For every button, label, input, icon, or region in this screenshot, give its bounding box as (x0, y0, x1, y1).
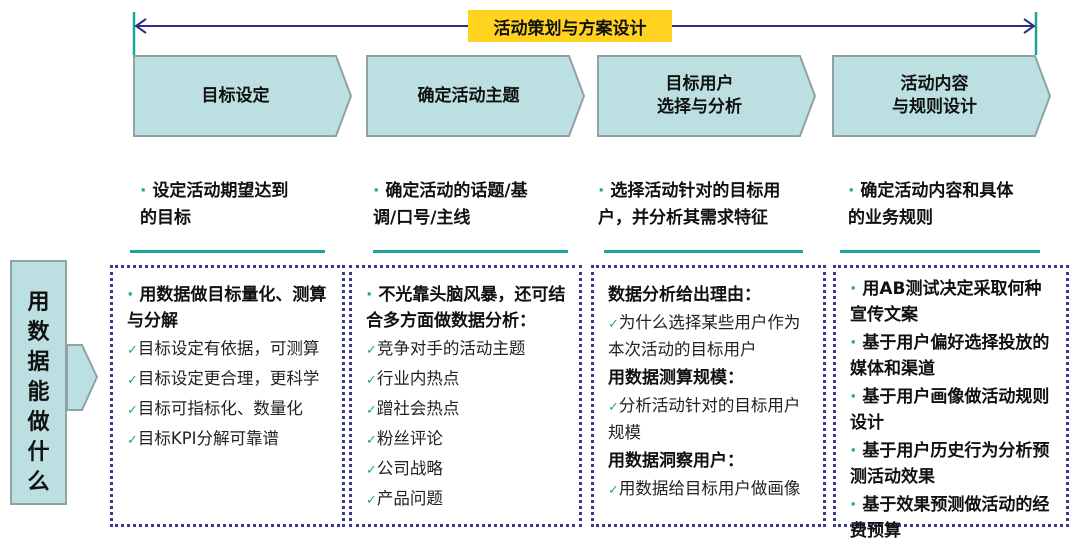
goal-line: · 设定活动期望达到 (140, 181, 289, 201)
data-usage-box: · 用AB测试决定采取何种宣传文案 · 基于用户偏好选择投放的媒体和渠道 · 基于用… (833, 265, 1069, 541)
goal-line: 的业务规则 (848, 208, 933, 228)
box-item: ✓公司战略 (366, 459, 443, 478)
divider (373, 250, 568, 253)
check-icon: ✓ (366, 433, 377, 448)
box-item: ✓行业内热点 (366, 369, 460, 388)
box-heading: · 基于用户画像做活动规则设计 (850, 387, 1050, 433)
box-item: ✓竞争对手的活动主题 (366, 339, 526, 358)
stage-title-line: 与规则设计 (892, 97, 977, 117)
check-icon: ✓ (366, 463, 377, 478)
stage-title-line: 选择与分析 (657, 97, 742, 117)
box-heading: · 基于效果预测做活动的经费预算 (850, 495, 1050, 541)
box-heading: 用数据测算规模： (608, 368, 744, 388)
left-label-char: 数 (27, 320, 50, 345)
check-icon: ✓ (127, 373, 138, 388)
box-item: ✓目标设定有依据，可测算 (127, 339, 320, 358)
check-icon: ✓ (366, 403, 377, 418)
check-icon: ✓ (127, 433, 138, 448)
stage-goal: · 确定活动的话题/基调/口号/主线 (373, 178, 528, 232)
stage-title: 确定活动主题 (418, 85, 520, 108)
box-item: ✓目标可指标化、数量化 (127, 399, 303, 418)
check-icon: ✓ (127, 403, 138, 418)
check-icon: ✓ (127, 343, 138, 358)
stage-title-line: 目标设定 (201, 85, 270, 106)
box-item: ✓为什么选择某些用户作为本次活动的目标用户 (608, 313, 801, 359)
box-heading: · 不光靠头脑风暴，还可结合多方面做数据分析： (366, 285, 566, 331)
box-item: ✓粉丝评论 (366, 429, 443, 448)
goal-line: · 确定活动内容和具体 (848, 181, 1014, 201)
goal-line: 调/口号/主线 (373, 208, 471, 228)
box-heading: · 用数据做目标量化、测算与分解 (127, 285, 327, 331)
banner-title: 活动策划与方案设计 (468, 10, 672, 42)
box-heading: · 基于用户历史行为分析预测活动效果 (850, 441, 1050, 487)
box-heading: 用数据洞察用户： (608, 451, 744, 471)
left-arrow (66, 344, 99, 411)
goal-line: · 确定活动的话题/基 (373, 181, 528, 201)
box-item: ✓蹭社会热点 (366, 399, 460, 418)
check-icon: ✓ (366, 343, 377, 358)
box-item: ✓目标KPI分解可靠谱 (127, 429, 280, 448)
divider (130, 250, 325, 253)
stage-title-line: 活动内容 (900, 74, 969, 94)
goal-line: · 选择活动针对的目标用 (598, 181, 781, 201)
divider (604, 250, 803, 253)
data-usage-box: 数据分析给出理由： ✓为什么选择某些用户作为本次活动的目标用户用数据测算规模： ✓分… (591, 265, 826, 527)
box-item: ✓用数据给目标用户做画像 (608, 479, 801, 498)
divider (840, 250, 1040, 253)
goal-line: 的目标 (140, 208, 191, 228)
left-label-char: 么 (27, 470, 50, 495)
stage-title: 目标设定 (202, 85, 270, 108)
stage-goal: · 设定活动期望达到的目标 (140, 178, 288, 232)
check-icon: ✓ (608, 483, 619, 498)
stage-chevron: 确定活动主题 (366, 55, 585, 137)
left-label-char: 做 (27, 410, 50, 435)
data-usage-box: · 用数据做目标量化、测算与分解 ✓目标设定有依据，可测算 ✓目标设定更合理，更科学… (110, 265, 345, 527)
box-heading: 数据分析给出理由： (608, 285, 761, 305)
data-usage-box: · 不光靠头脑风暴，还可结合多方面做数据分析：✓竞争对手的活动主题✓行业内热点✓… (349, 265, 582, 527)
check-icon: ✓ (366, 373, 377, 388)
box-item: ✓产品问题 (366, 489, 443, 508)
goal-line: 户，并分析其需求特征 (598, 208, 768, 228)
box-item: ✓目标设定更合理，更科学 (127, 369, 320, 388)
stage-goal: · 选择活动针对的目标用户，并分析其需求特征 (598, 178, 780, 232)
stage-goal: · 确定活动内容和具体的业务规则 (848, 178, 1013, 232)
stage-title: 目标用户选择与分析 (657, 73, 742, 119)
stage-chevron: 目标设定 (133, 55, 352, 137)
stage-title: 活动内容与规则设计 (892, 73, 977, 119)
left-label-char: 据 (27, 350, 50, 375)
box-heading: · 用AB测试决定采取何种宣传文案 (850, 279, 1042, 325)
box-item: ✓分析活动针对的目标用户规模 (608, 396, 801, 442)
check-icon: ✓ (366, 493, 377, 508)
stage-chevron: 目标用户选择与分析 (597, 55, 816, 137)
box-heading: · 基于用户偏好选择投放的媒体和渠道 (850, 333, 1050, 379)
stage-title-line: 确定活动主题 (417, 85, 520, 106)
check-icon: ✓ (608, 400, 619, 415)
left-label-char: 能 (27, 380, 50, 405)
check-icon: ✓ (608, 317, 619, 332)
left-label-char: 什 (27, 440, 50, 465)
stage-chevron: 活动内容与规则设计 (832, 55, 1051, 137)
left-label-char: 用 (27, 290, 50, 315)
left-label: 用数据能做什么 (10, 260, 67, 505)
stage-title-line: 目标用户 (665, 74, 734, 94)
